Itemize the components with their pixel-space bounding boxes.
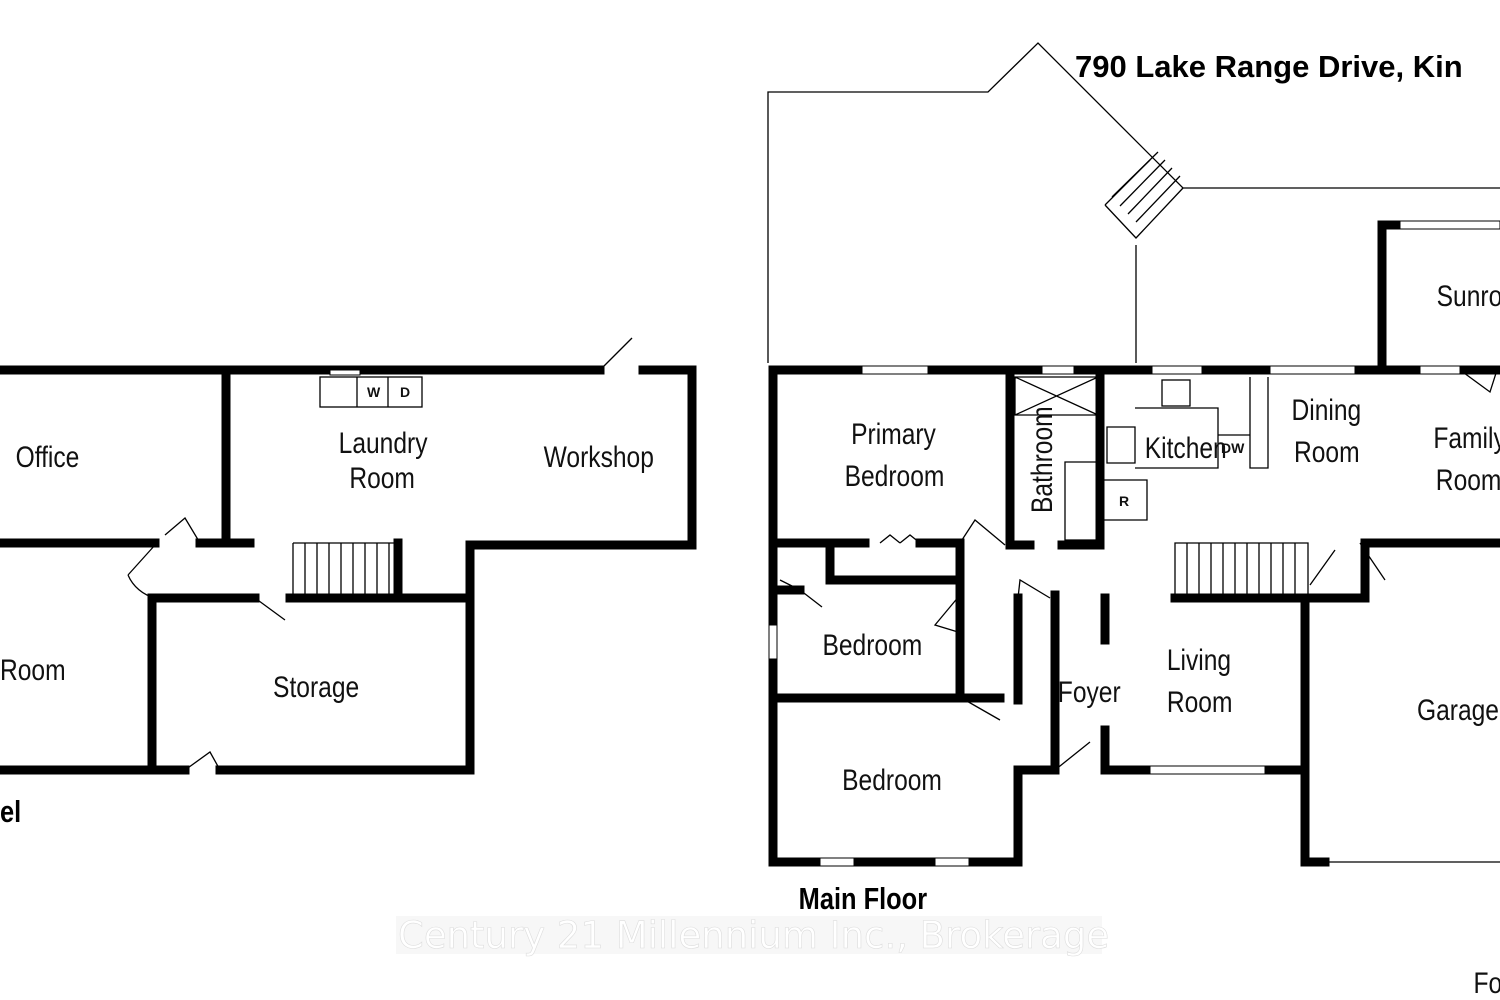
room-label-workshop: Workshop [544,440,654,474]
property-address-title: 790 Lake Range Drive, Kin [1075,49,1463,84]
room-label-living-line1: Living [1167,643,1231,677]
room-label-sunroom: Sunro [1437,279,1500,313]
room-label-living-line2: Room [1167,685,1233,719]
room-label-kitchen: Kitchen [1145,431,1227,465]
room-label-primary-line2: Bedroom [845,459,945,493]
washer-label: W [367,384,381,400]
room-label-room: Room [0,653,66,687]
room-label-storage: Storage [273,670,359,704]
room-label-foyer: Foyer [1058,675,1121,709]
main-floor-walls [767,42,1500,867]
room-label-office: Office [16,440,80,474]
room-label-dining-line2: Room [1294,435,1360,469]
refrigerator-label: R [1119,493,1129,509]
main-floor-labels: Primary Bedroom Kitchen Dining Room Fami… [799,279,1500,1000]
watermark: Century 21 Millennium Inc., Brokerage [398,914,1109,957]
floor-label-basement: el [0,795,21,830]
room-label-garage: Garage [1417,693,1499,727]
room-label-primary-line1: Primary [851,417,936,451]
room-label-bathroom: Bathroom [1025,406,1059,513]
basement-labels: Office Laundry Room Workshop Room Storag… [0,426,654,830]
room-label-laundry-line1: Laundry [339,426,428,460]
dishwasher-label: DW [1221,440,1245,456]
room-label-family-line2: Room [1436,463,1500,497]
room-label-laundry-line2: Room [349,461,415,495]
footer-note: For Ill [1474,966,1500,1000]
watermark-band [396,916,1102,954]
basement-walls [0,337,697,775]
room-label-bedroom-2: Bedroom [822,628,922,662]
room-label-bedroom-3: Bedroom [842,763,942,797]
floor-label-main: Main Floor [799,882,927,917]
room-label-family-line1: Family [1433,421,1500,455]
dryer-label: D [400,384,410,400]
room-label-dining-line1: Dining [1292,393,1362,427]
